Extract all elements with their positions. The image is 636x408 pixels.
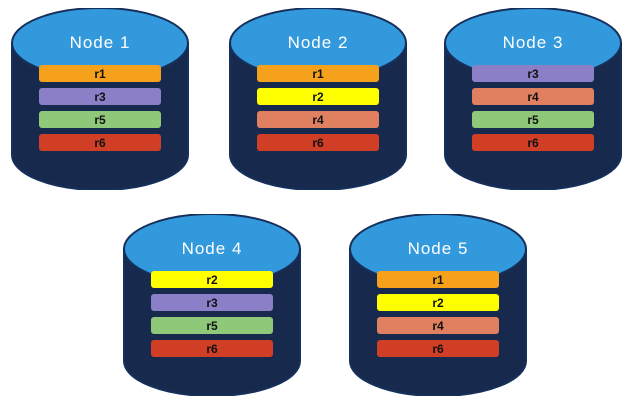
replica-bar[interactable]: r3 (39, 88, 161, 105)
replica-stack: r1 r2 r4 r6 (348, 271, 528, 357)
replica-bar[interactable]: r6 (151, 340, 273, 357)
replica-bar[interactable]: r5 (39, 111, 161, 128)
replica-bar[interactable]: r4 (257, 111, 379, 128)
replica-bar[interactable]: r5 (472, 111, 594, 128)
replica-bar[interactable]: r3 (151, 294, 273, 311)
replica-bar[interactable]: r2 (151, 271, 273, 288)
replica-bar[interactable]: r6 (377, 340, 499, 357)
replica-bar[interactable]: r2 (377, 294, 499, 311)
replica-bar[interactable]: r2 (257, 88, 379, 105)
replica-bar[interactable]: r5 (151, 317, 273, 334)
replica-bar[interactable]: r1 (377, 271, 499, 288)
replica-bar[interactable]: r1 (39, 65, 161, 82)
replica-bar[interactable]: r3 (472, 65, 594, 82)
replica-stack: r2 r3 r5 r6 (122, 271, 302, 357)
replica-stack: r1 r3 r5 r6 (10, 65, 190, 151)
replica-bar[interactable]: r6 (472, 134, 594, 151)
replica-stack: r1 r2 r4 r6 (228, 65, 408, 151)
replica-bar[interactable]: r6 (39, 134, 161, 151)
replica-bar[interactable]: r1 (257, 65, 379, 82)
replica-bar[interactable]: r6 (257, 134, 379, 151)
replica-bar[interactable]: r4 (377, 317, 499, 334)
replica-stack: r3 r4 r5 r6 (443, 65, 623, 151)
replica-bar[interactable]: r4 (472, 88, 594, 105)
